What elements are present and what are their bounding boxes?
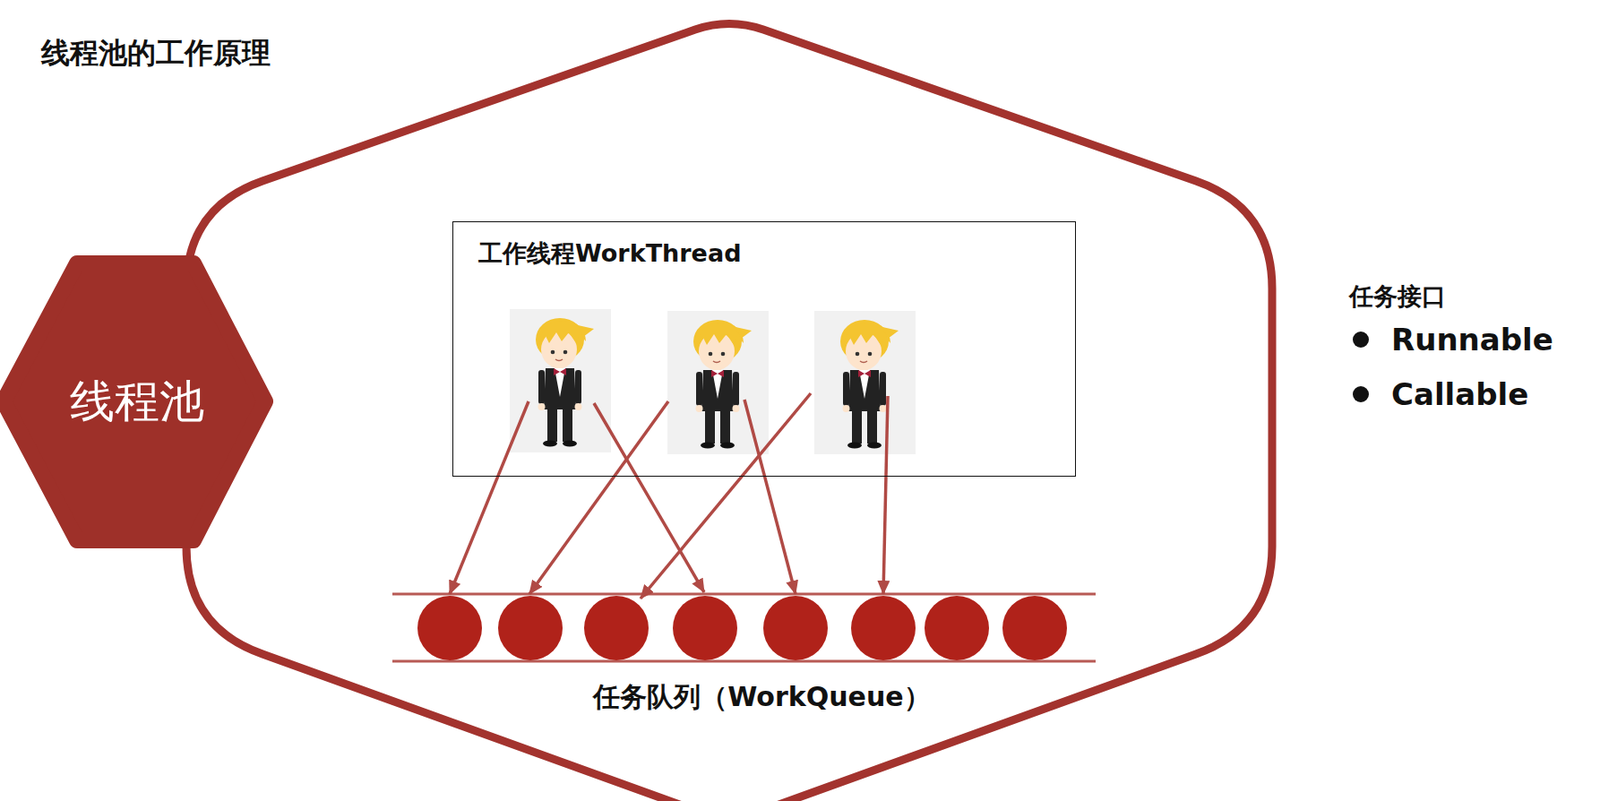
queue-rail: [392, 593, 1096, 596]
pool-hexagon: 线程池: [0, 255, 274, 549]
task-queue: 任务队列（WorkQueue）: [392, 591, 1096, 717]
fetch-arrows: [449, 393, 888, 599]
worker-box: 工作线程WorkThread: [452, 221, 1076, 477]
worker-figure: [509, 309, 611, 453]
pool-outline: [186, 24, 1273, 801]
bullet-dot: [1352, 331, 1369, 348]
queue-label: 任务队列（WorkQueue）: [392, 680, 1096, 714]
pool-label: 线程池: [0, 374, 274, 429]
list-heading: 任务接口: [1349, 281, 1446, 312]
interface-name: Callable: [1391, 376, 1529, 413]
diagram-title: 线程池的工作原理: [41, 34, 271, 71]
task-circles: [417, 595, 1067, 661]
bullet-dot: [1352, 386, 1369, 403]
box-heading: 工作线程WorkThread: [478, 238, 741, 269]
interface-name: Runnable: [1391, 321, 1554, 358]
worker-figure: [814, 310, 916, 455]
queue-rail: [392, 660, 1096, 663]
